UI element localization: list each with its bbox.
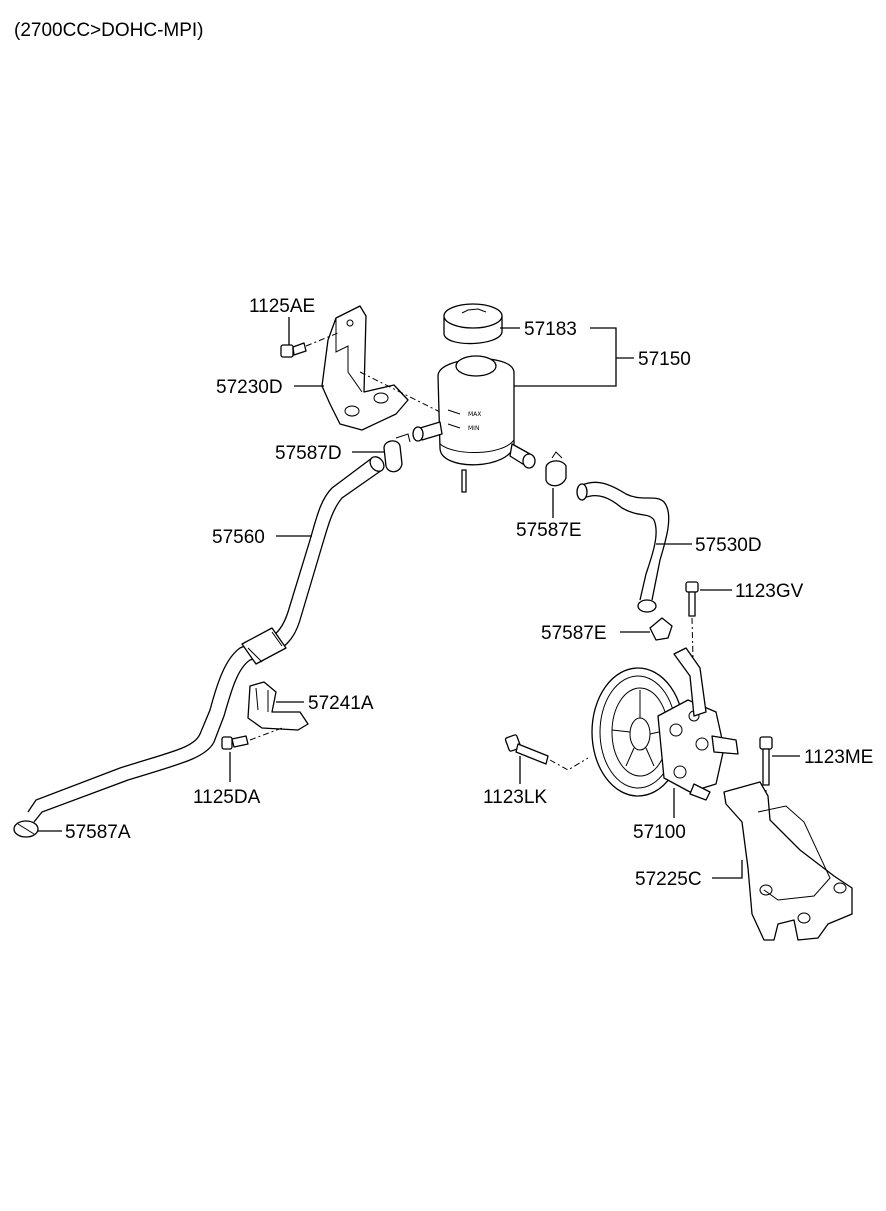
- label-57241A: 57241A: [308, 693, 374, 714]
- pump-bracket-57225C: [723, 781, 853, 941]
- clamp-57587E-upper: [545, 451, 567, 487]
- reservoir-min-mark: MIN: [468, 425, 479, 432]
- label-57587E-bot: 57587E: [541, 623, 607, 644]
- reservoir-cap: [443, 303, 503, 345]
- reservoir-bracket: [321, 305, 409, 431]
- label-57560: 57560: [212, 527, 265, 548]
- label-57587E-top: 57587E: [516, 520, 582, 541]
- bolt-1125DA: [221, 735, 249, 750]
- label-57530D: 57530D: [695, 535, 762, 556]
- label-57587D: 57587D: [275, 443, 342, 464]
- label-57183: 57183: [524, 319, 577, 340]
- reservoir-max-mark: MAX: [468, 411, 481, 418]
- bolt-1123ME: [759, 736, 773, 786]
- label-57225C: 57225C: [635, 869, 702, 890]
- label-57587A: 57587A: [65, 822, 131, 843]
- bracket-57241A: [247, 681, 309, 731]
- label-1125AE: 1125AE: [249, 296, 315, 317]
- power-steering-pump: [591, 647, 739, 801]
- label-1123GV: 1123GV: [735, 581, 804, 602]
- bolt-1123LK: [504, 734, 549, 765]
- reservoir-tank: MAX MIN: [412, 355, 536, 493]
- label-1123LK: 1123LK: [483, 787, 547, 808]
- clamp-57587A: [13, 820, 39, 838]
- hose-57560: [27, 456, 385, 823]
- label-1125DA: 1125DA: [193, 787, 261, 808]
- label-57150: 57150: [638, 349, 691, 370]
- hose-57530D: [576, 481, 670, 613]
- label-57230D: 57230D: [216, 377, 283, 398]
- bolt-1125AE: [280, 342, 307, 358]
- clamp-57587E-lower: [649, 617, 673, 641]
- label-57100: 57100: [633, 822, 686, 843]
- leader-57225C: [712, 860, 743, 879]
- bolt-1123GV: [685, 581, 699, 617]
- clamp-57587D: [383, 433, 411, 473]
- engine-spec-header: (2700CC>DOHC-MPI): [14, 20, 204, 41]
- leader-57150-bracket: [514, 327, 617, 387]
- label-1123ME: 1123ME: [804, 747, 873, 768]
